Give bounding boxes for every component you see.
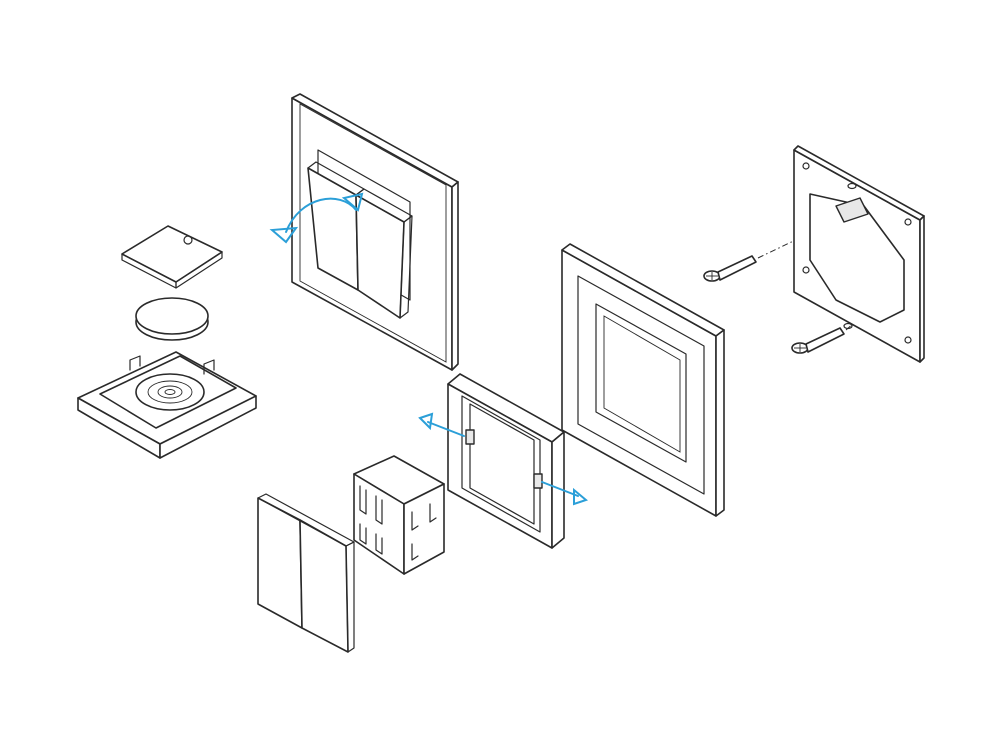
- battery-cover: [121, 225, 223, 289]
- release-arrow-right: [541, 481, 579, 497]
- release-arrow-right-head: [573, 487, 589, 506]
- rotate-arrow-head-left: [269, 226, 299, 244]
- mounting-screw-lower: [791, 327, 845, 354]
- coin-battery: [135, 297, 209, 341]
- rocker-rotate-arrow: [269, 192, 364, 244]
- mounting-plate: [793, 145, 925, 363]
- switch-module: [353, 455, 445, 575]
- clip-frame: [447, 373, 565, 549]
- battery-housing: [77, 351, 257, 459]
- mounting-screw-upper: [703, 255, 757, 282]
- switch-assembled: [291, 93, 459, 371]
- rotate-arrow-path: [285, 197, 357, 233]
- clip-release-arrows: [418, 412, 589, 506]
- release-arrow-left-head: [418, 412, 434, 431]
- double-rocker-keys: [257, 493, 355, 653]
- rocker-keys-installed: [307, 161, 413, 319]
- release-arrow-left: [427, 421, 465, 437]
- cover-frame: [561, 243, 725, 517]
- rotate-arrow-head-right: [341, 192, 364, 212]
